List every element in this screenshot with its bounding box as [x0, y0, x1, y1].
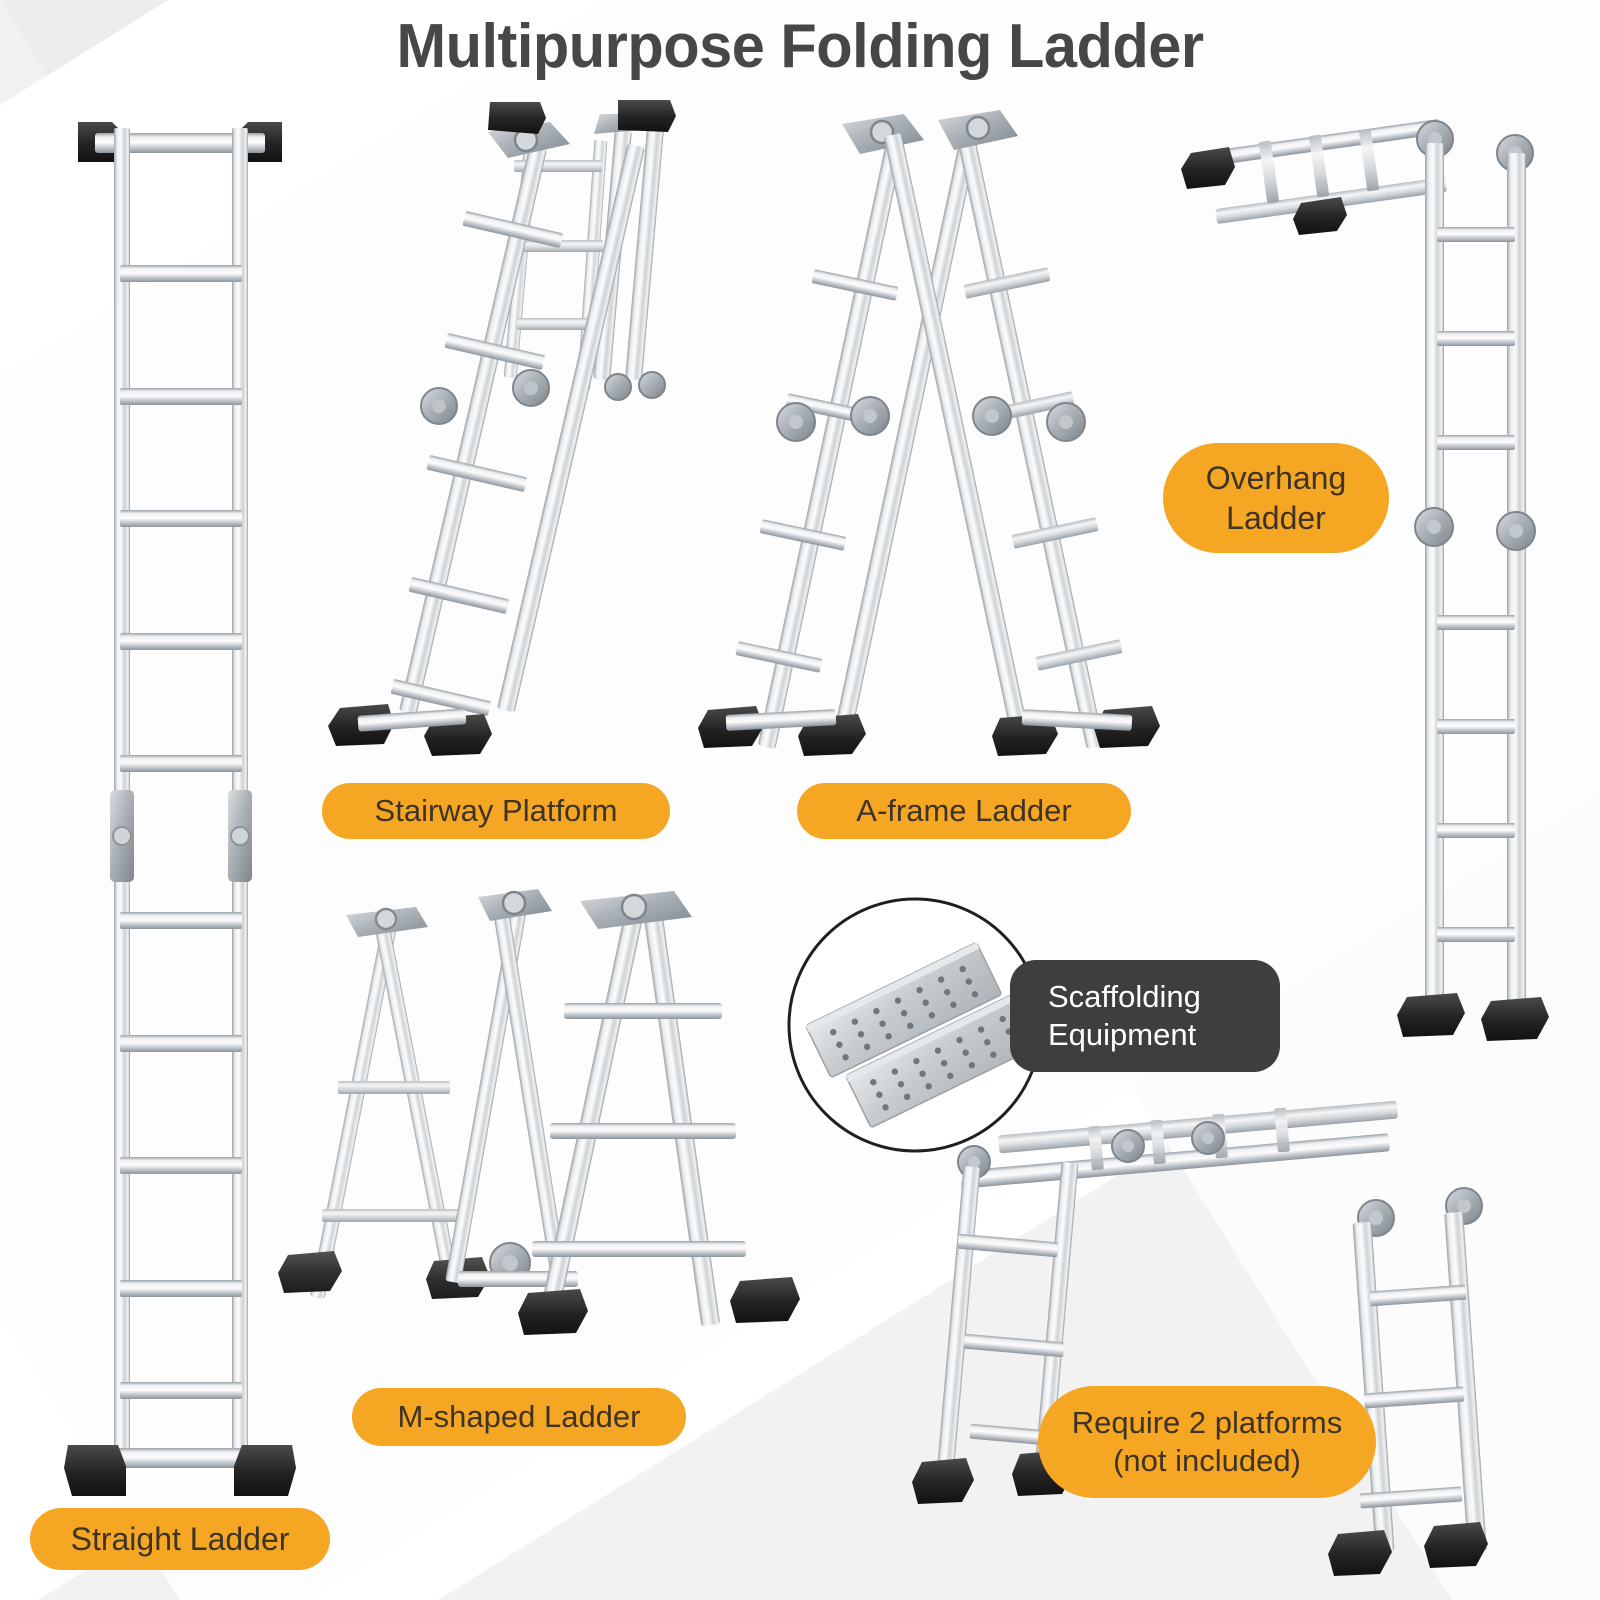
mid-hinge-pair [420, 369, 550, 425]
left-main-ladder [390, 102, 645, 716]
trestle-right-leg [1328, 1187, 1488, 1576]
badge-scaffolding-equipment: Scaffolding Equipment [1010, 960, 1280, 1072]
hinge-left [110, 790, 134, 882]
aframe-left [698, 114, 978, 756]
hinge-right [228, 790, 252, 882]
figure-scaffolding-position [890, 1090, 1510, 1590]
page-title: Multipurpose Folding Ladder [396, 12, 1204, 81]
m-right-a [518, 891, 800, 1335]
foot-bottom-left [64, 1445, 126, 1496]
trestle-top-beams [960, 1100, 1398, 1189]
badge-straight-ladder: Straight Ladder [30, 1508, 330, 1570]
figure-stairway-platform [318, 100, 718, 780]
foot-bottom-right [234, 1445, 296, 1496]
figure-scaffolding-planks-inset [785, 895, 1045, 1155]
badge-stairway-platform: Stairway Platform [322, 783, 670, 839]
badge-m-shaped-ladder: M-shaped Ladder [352, 1388, 686, 1446]
aframe-right [884, 110, 1160, 756]
figure-straight-ladder [40, 100, 320, 1520]
scaffold-plank-2 [845, 992, 1039, 1128]
badge-aframe-ladder: A-frame Ladder [797, 783, 1131, 839]
badge-overhang-ladder: Overhang Ladder [1163, 443, 1389, 553]
overhang-vertical-body [1397, 143, 1549, 1041]
rung-group [120, 265, 242, 1399]
figure-aframe-ladder [698, 110, 1170, 760]
figure-m-shaped-ladder [278, 875, 822, 1385]
overhang-top-arm [1181, 119, 1447, 235]
figure-overhang-ladder [1181, 95, 1565, 1055]
scaffold-plank-1 [805, 942, 1002, 1078]
badge-require-2-platforms: Require 2 platforms (not included) [1038, 1386, 1376, 1498]
